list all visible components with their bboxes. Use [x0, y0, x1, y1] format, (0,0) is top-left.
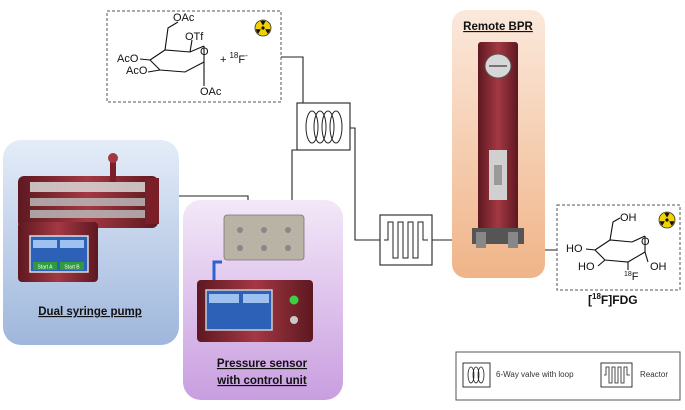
legend-reactor-label: Reactor: [640, 370, 668, 379]
radiation-icon: [658, 211, 676, 229]
legend-reactor-icon: [600, 362, 633, 388]
fluoride-reagent: + 18F-: [220, 51, 248, 66]
radiation-icon: [254, 19, 272, 37]
legend-box: [455, 351, 681, 401]
fdg-label: [18F]FDG: [588, 292, 638, 307]
reactor-coil: [379, 214, 433, 266]
bpr-device: [472, 42, 524, 248]
syringe-pump-device: Start A Start B: [18, 153, 159, 282]
six-way-valve-loop: [296, 102, 351, 151]
precursor-group-oac-top: OAc: [173, 12, 195, 24]
legend-valve-icon: [462, 362, 491, 388]
precursor-group-otf: OTf: [185, 31, 204, 43]
pressure-sensor-device: [197, 214, 313, 342]
fdg-group-ho-2: HO: [578, 261, 595, 273]
precursor-group-oac-bottom: OAc: [200, 86, 222, 98]
precursor-group-aco-2: AcO: [126, 65, 148, 77]
fdg-structure: [585, 217, 649, 270]
fdg-group-oh-top: OH: [620, 212, 637, 224]
fdg-group-ho-1: HO: [566, 243, 583, 255]
precursor-box: [106, 10, 282, 103]
legend-valve-label: 6-Way valve with loop: [496, 370, 574, 379]
pressure-sensor-label-line2: with control unit: [216, 375, 307, 387]
pump-start-b-button: Start B: [64, 265, 80, 271]
pressure-sensor-label-line1: Pressure sensor: [217, 358, 308, 370]
precursor-ring-oxygen: O: [200, 46, 209, 58]
mannose-triflate-structure: [139, 21, 205, 86]
dual-pump-label: Dual syringe pump: [38, 306, 142, 318]
fdg-ring-oxygen: O: [641, 236, 650, 248]
remote-bpr-label: Remote BPR: [463, 21, 533, 33]
precursor-group-aco-1: AcO: [117, 53, 139, 65]
pump-start-a-button: Start A: [37, 265, 53, 271]
fdg-fluorine: 18F: [624, 271, 639, 283]
fdg-group-oh-anomeric: OH: [650, 261, 667, 273]
